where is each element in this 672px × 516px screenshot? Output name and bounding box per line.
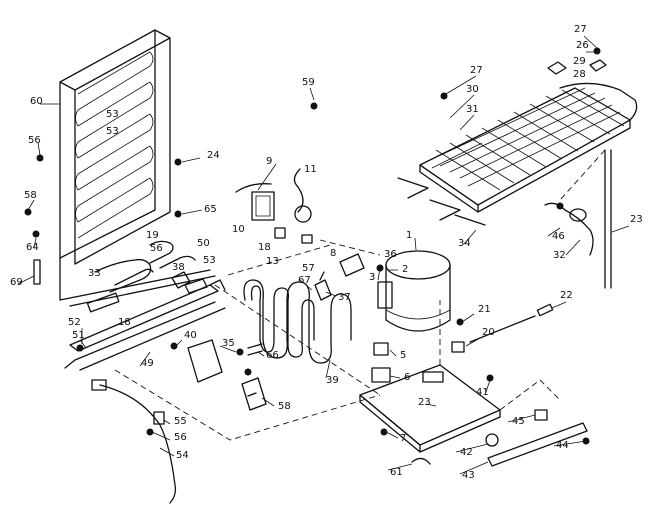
label-33: 33 <box>88 268 101 279</box>
label-42: 42 <box>460 447 473 458</box>
label-30: 30 <box>466 84 479 95</box>
compressor <box>377 250 451 332</box>
label-13: 13 <box>266 256 279 267</box>
overload-box <box>371 367 391 383</box>
label-41: 41 <box>476 387 489 398</box>
label-64: 64 <box>26 242 39 253</box>
label-21: 21 <box>478 304 491 315</box>
thermostat <box>569 208 587 222</box>
label-5: 5 <box>400 350 406 361</box>
label-6: 6 <box>404 372 410 383</box>
label-3: 3 <box>369 272 375 283</box>
misc-parts <box>33 168 588 467</box>
label-7: 7 <box>400 433 406 444</box>
label-59: 59 <box>302 77 315 88</box>
label-37: 37 <box>338 292 351 303</box>
label-56b: 56 <box>174 432 187 443</box>
label-27b: 27 <box>470 65 483 76</box>
label-61: 61 <box>390 467 403 478</box>
compressor-base-plate <box>359 364 501 453</box>
label-52: 52 <box>68 317 81 328</box>
label-49: 49 <box>141 358 154 369</box>
label-56c: 56 <box>150 243 163 254</box>
label-67: 67 <box>298 275 311 286</box>
label-53b: 53 <box>106 109 119 120</box>
label-31: 31 <box>466 104 479 115</box>
label-35: 35 <box>222 338 235 349</box>
label-26: 26 <box>576 40 589 51</box>
tubing-assembly <box>86 240 208 313</box>
label-50: 50 <box>197 238 210 249</box>
label-2: 2 <box>402 264 408 275</box>
label-66: 66 <box>266 350 279 361</box>
label-69: 69 <box>10 277 23 288</box>
label-44: 44 <box>556 440 569 451</box>
relay-box <box>373 342 389 356</box>
label-60: 60 <box>30 96 43 107</box>
label-29: 29 <box>573 56 586 67</box>
leader-lines <box>17 35 630 475</box>
condenser-coil <box>59 29 216 307</box>
label-45: 45 <box>512 416 525 427</box>
fasteners <box>24 47 601 445</box>
clip-29 <box>547 61 567 75</box>
label-22: 22 <box>560 290 573 301</box>
label-20: 20 <box>482 327 495 338</box>
label-10: 10 <box>232 224 245 235</box>
harness-plug <box>91 379 107 391</box>
label-18a: 18 <box>258 242 271 253</box>
label-43: 43 <box>462 470 475 481</box>
label-57: 57 <box>302 263 315 274</box>
label-27a: 27 <box>574 24 587 35</box>
callout-labels: 1 2 3 5 6 7 8 9 10 11 13 18 18 19 20 21 … <box>10 24 643 481</box>
label-23b: 23 <box>418 397 431 408</box>
label-19: 19 <box>146 230 159 241</box>
label-53c: 53 <box>106 126 119 137</box>
label-23a: 23 <box>630 214 643 225</box>
label-40: 40 <box>184 330 197 341</box>
label-39: 39 <box>326 375 339 386</box>
label-58a: 58 <box>24 190 37 201</box>
reference-lines <box>59 149 606 441</box>
hairpin-tubing <box>243 279 352 364</box>
defrost-heater-wire <box>544 202 594 256</box>
label-9: 9 <box>266 156 272 167</box>
base-rail <box>64 279 226 371</box>
label-56a: 56 <box>28 135 41 146</box>
label-18b: 18 <box>118 317 131 328</box>
evaporator <box>397 82 638 289</box>
label-55: 55 <box>174 416 187 427</box>
label-1: 1 <box>406 230 412 241</box>
wire-harness <box>99 384 177 504</box>
label-24: 24 <box>207 150 220 161</box>
label-46: 46 <box>552 231 565 242</box>
label-65: 65 <box>204 204 217 215</box>
label-54: 54 <box>176 450 189 461</box>
label-58b: 58 <box>278 401 291 412</box>
label-51: 51 <box>72 330 85 341</box>
label-36: 36 <box>384 249 397 260</box>
clip-28 <box>589 59 607 72</box>
label-32: 32 <box>553 250 566 261</box>
label-11: 11 <box>304 164 317 175</box>
label-53a: 53 <box>203 255 216 266</box>
label-8: 8 <box>330 248 336 259</box>
label-38: 38 <box>172 262 185 273</box>
label-28: 28 <box>573 69 586 80</box>
